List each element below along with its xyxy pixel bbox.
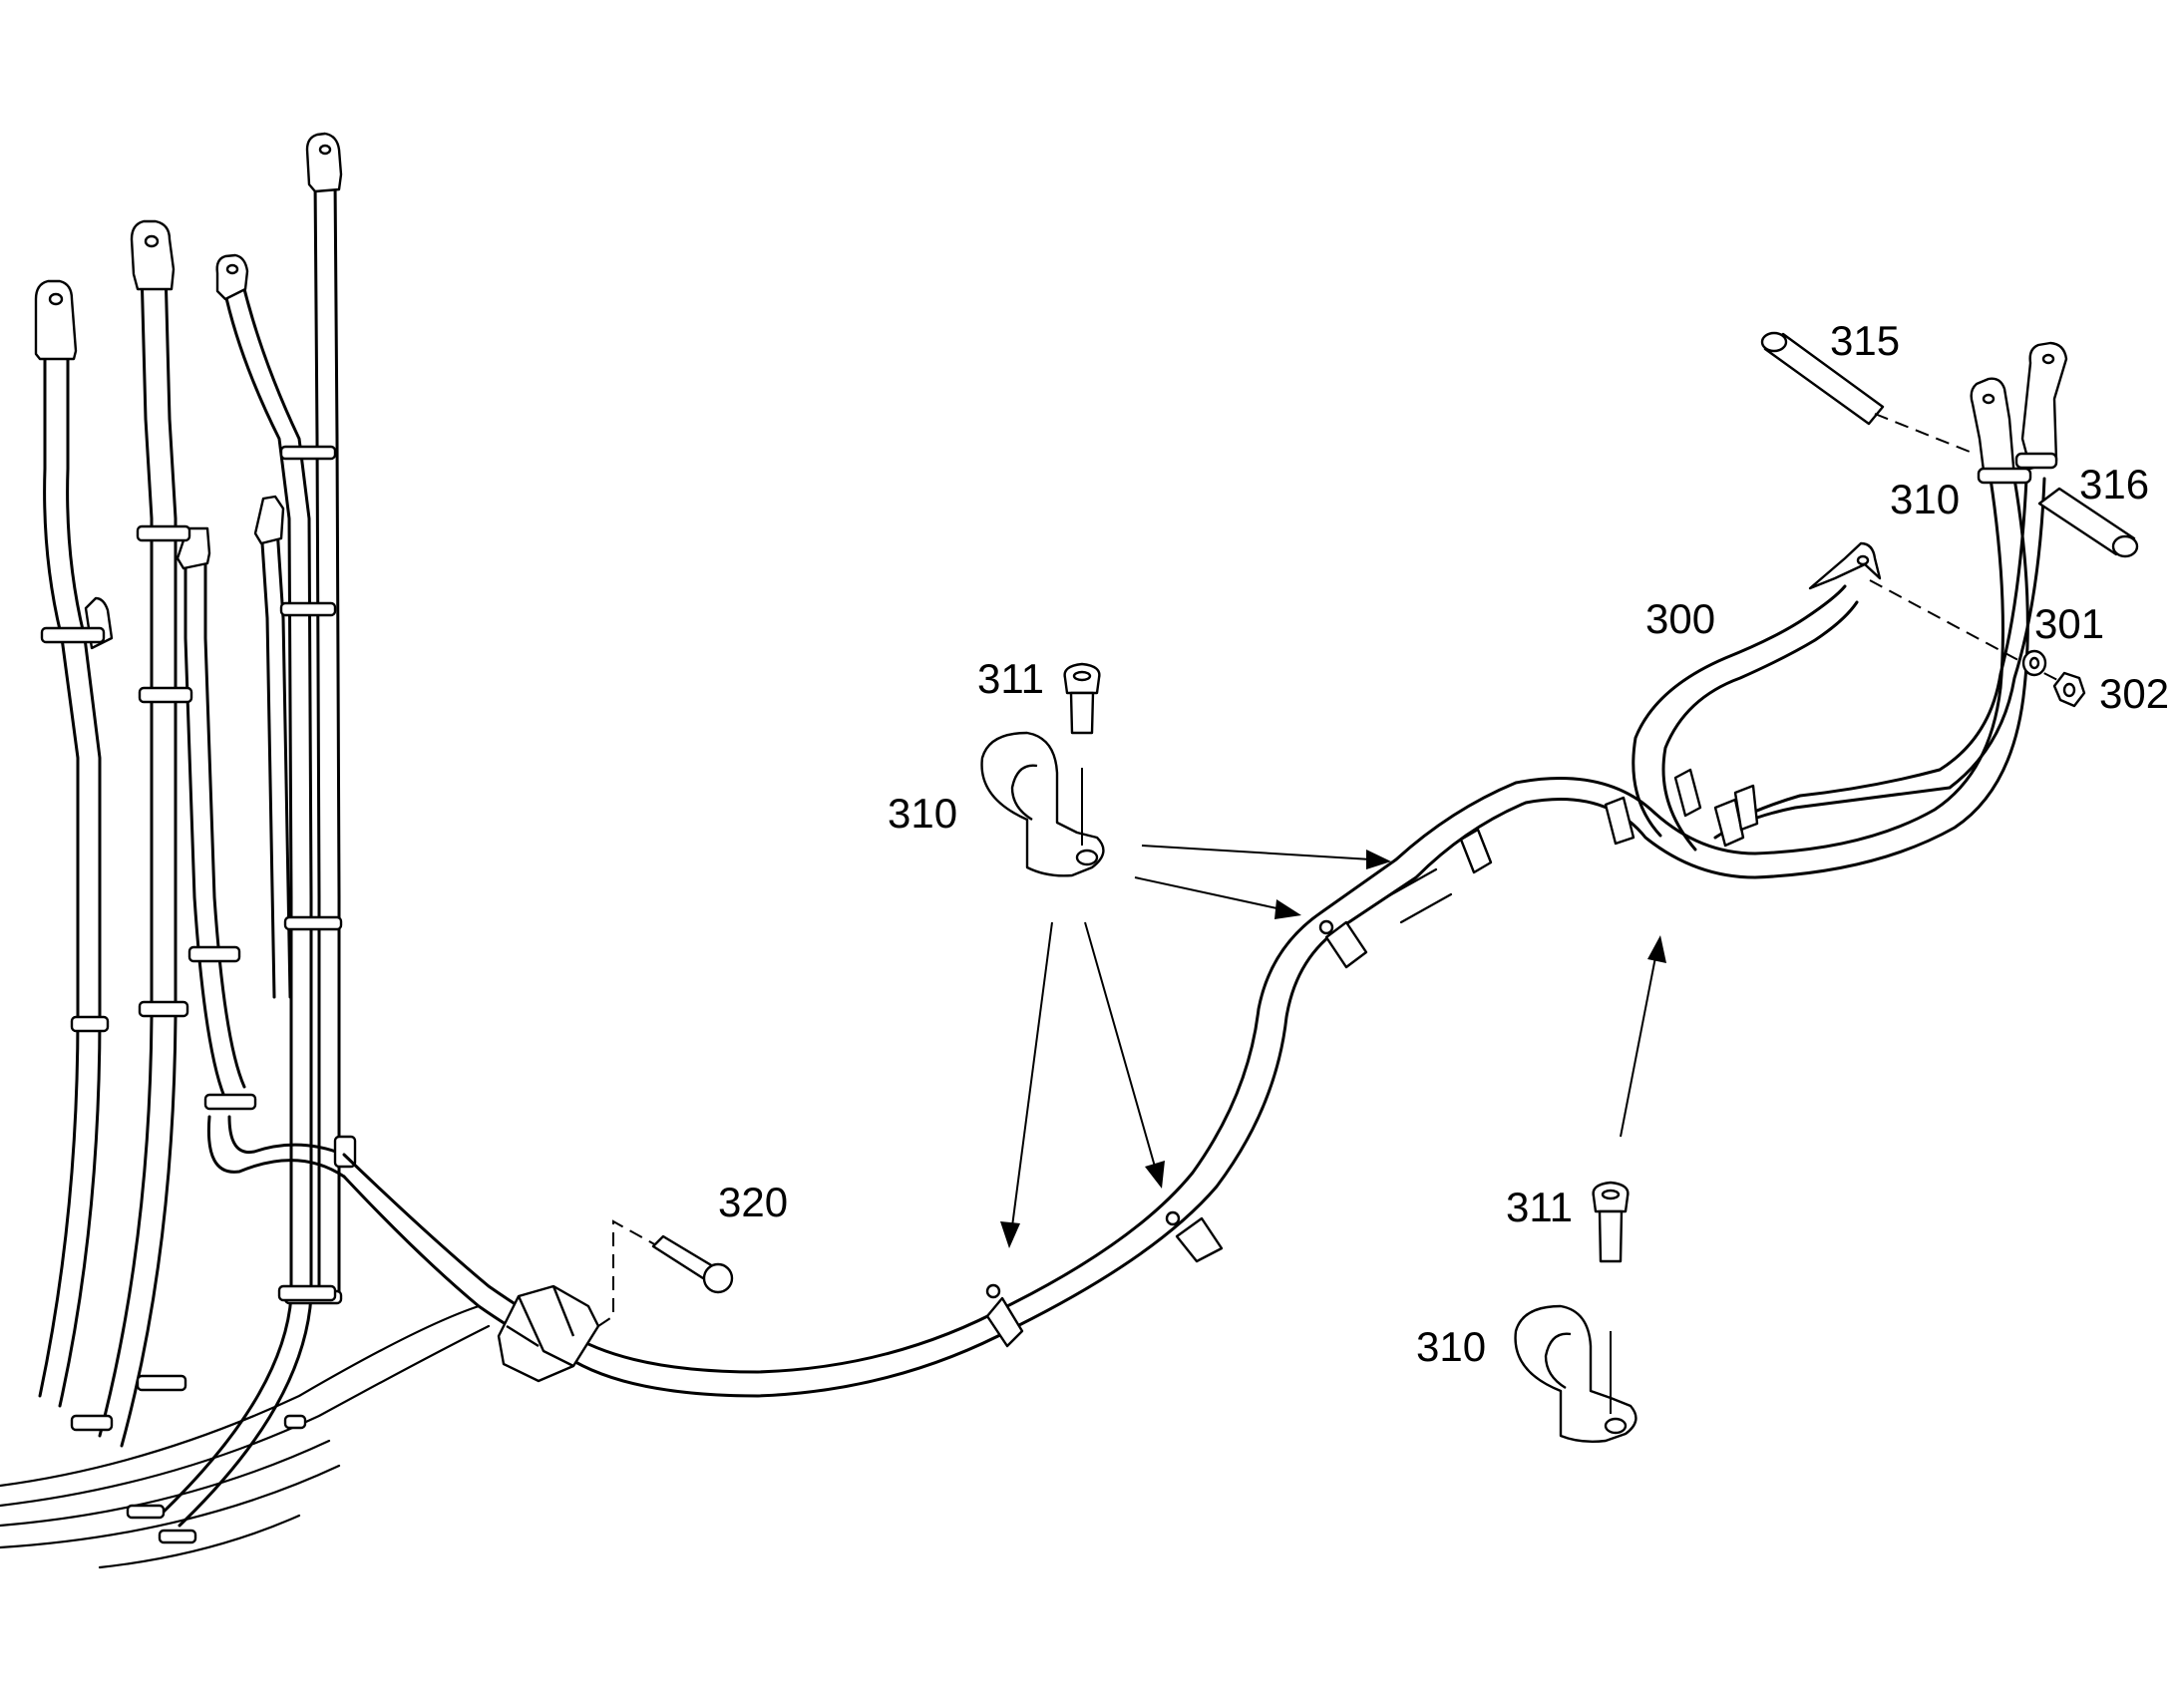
callout-labels: 315 316 310 300 301 302 311 310 320 311 … (718, 317, 2169, 1370)
callout-320: 320 (718, 1179, 788, 1225)
left-bundle-clamps (40, 445, 357, 1544)
right-ring-terminals (1808, 341, 2068, 590)
screw-320 (597, 1219, 734, 1327)
callout-301: 301 (2034, 600, 2104, 647)
main-harness-trunk (342, 477, 2046, 1398)
pclamp-310-top (980, 662, 1105, 877)
callout-302: 302 (2099, 670, 2169, 717)
harness-connector (497, 1284, 600, 1383)
callout-311-top: 311 (977, 655, 1044, 702)
callout-315: 315 (1830, 317, 1900, 364)
callout-316: 316 (2079, 461, 2149, 508)
callout-300: 300 (1645, 595, 1715, 642)
sleeve-316 (2037, 487, 2139, 558)
washer-301-nut-302 (1869, 579, 2086, 708)
left-ring-terminals (34, 132, 343, 650)
pclamp-310-bottom (1514, 1181, 1637, 1444)
left-cable-bundle (0, 177, 491, 1569)
callout-310-bottom: 310 (1416, 1323, 1486, 1370)
leader-arrows (1000, 845, 1666, 1248)
callout-310-top: 310 (888, 790, 957, 837)
bolt-315 (1760, 331, 1976, 455)
callout-310-right: 310 (1890, 476, 1960, 522)
trunk-clamps (985, 768, 1759, 1348)
callout-311-bottom: 311 (1506, 1184, 1573, 1230)
